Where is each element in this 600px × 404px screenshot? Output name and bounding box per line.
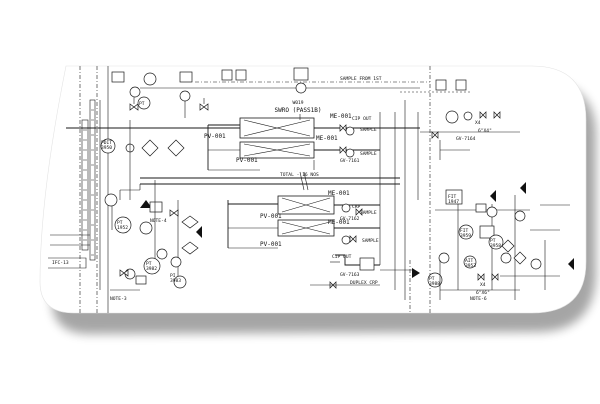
left-text-strip-2	[89, 99, 96, 261]
lower-pv-label-2: PV-001	[260, 241, 282, 248]
gv-7161: GV-7161	[340, 158, 360, 164]
block-title-2: SWRO (PASS1B)	[275, 107, 322, 114]
op-out-label: CIP OUT	[332, 254, 352, 260]
outlet-group: CIP OUT GV-7163 DUPLEX CRP	[310, 254, 420, 313]
upper-me-label-2: ME-001	[316, 135, 338, 142]
gv-7163: GV-7163	[340, 272, 360, 278]
cip-label: CIP OUT	[352, 116, 372, 122]
lower-pv-label-1: PV-001	[260, 213, 282, 220]
top-instrument-row: PT	[111, 67, 309, 118]
lower-me-label-2: ME-001	[328, 219, 350, 226]
block-title-1: W019	[292, 100, 303, 106]
ifc-note: IFC-13	[52, 260, 69, 266]
gv-7162: GV-7162	[340, 216, 360, 222]
svg-text:X4: X4	[475, 120, 481, 126]
total-header-pipe: TOTAL - 16 NOS	[119, 171, 400, 200]
lower-me-label: ME-001	[328, 190, 350, 197]
sample-label-1: SAMPLE	[360, 127, 377, 133]
remark-bottom: CRP	[352, 204, 361, 210]
svg-text:GV-7164: GV-7164	[456, 136, 476, 142]
lower-vessel-group: ME-001 PV-001 PV-001 ME-001 SAMPLE SAMPL…	[227, 190, 380, 248]
upper-me-label: ME-001	[330, 113, 352, 120]
remark-top: SAMPLE FROM 1ST	[340, 76, 382, 82]
pid-content: SAMPLE FROM 1ST PT W019 SWRO (PASS1B)	[48, 66, 574, 313]
note-3: NOTE-3	[110, 296, 127, 302]
note-6: NOTE-6	[470, 296, 487, 302]
total-label: TOTAL - 16 NOS	[280, 172, 319, 178]
left-text-strip	[81, 119, 89, 251]
sample-label-3: SAMPLE	[360, 210, 377, 216]
size-6x6: 6"X6"	[476, 290, 490, 296]
note-4: NOTE-4	[150, 218, 167, 224]
upper-pv-label-1: PV-001	[204, 133, 226, 140]
left-strip-hatch	[83, 109, 94, 256]
svg-text:X4: X4	[480, 282, 486, 288]
sample-label-4: SAMPLE	[362, 238, 379, 244]
svg-text:PT: PT	[139, 101, 145, 107]
svg-text:6"X4": 6"X4"	[478, 128, 492, 134]
upper-pv-label-2: PV-001	[236, 157, 258, 164]
duplex-label: DUPLEX CRP	[350, 280, 378, 286]
upper-vessel-group: ME-001 PV-001 PV-001 ME-001 SAMPLE SAMPL…	[204, 112, 396, 200]
sample-label-2: SAMPLE	[360, 151, 377, 157]
